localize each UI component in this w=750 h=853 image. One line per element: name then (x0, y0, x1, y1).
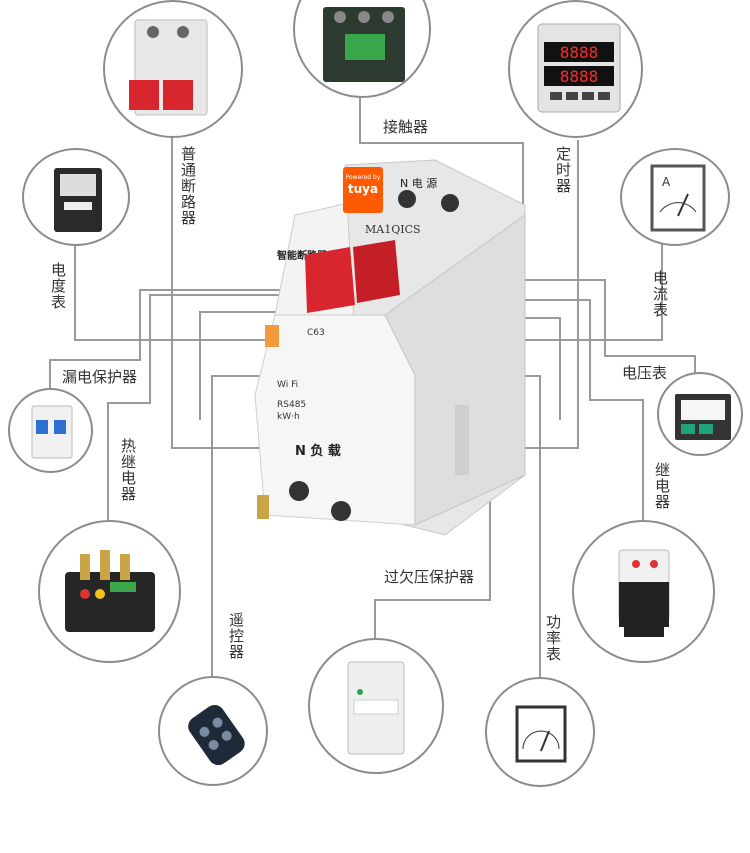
tuya-powered-by: Powered by (346, 174, 381, 181)
tuya-logo-text: tuya (348, 182, 378, 196)
rating-label: C63 (307, 328, 325, 338)
leakage-protector-image (8, 388, 93, 473)
wifi-label: Wi Fi (277, 380, 298, 390)
label-power-meter: 功率表 (544, 614, 562, 662)
model-label: MA1QICS (365, 223, 421, 236)
contactor-image (293, 0, 431, 98)
kwh-label: kW·h (277, 412, 300, 422)
label-ordinary-breaker: 普通断路器 (179, 146, 197, 226)
thermal-relay-image (38, 520, 181, 663)
over-under-voltage-protector-image (308, 638, 444, 774)
bottom-terminal-label: N 负 载 (295, 443, 341, 459)
timer-display-row1: 8888 (560, 43, 599, 62)
label-thermal-relay: 热继电器 (119, 438, 137, 502)
svg-text:A: A (662, 175, 671, 189)
label-over-under-voltage: 过欠压保护器 (384, 568, 475, 586)
voltmeter-image (657, 372, 743, 456)
smart-breaker-image: Powered by tuya MA1QICS N 电 源 智能断路器 C63 … (254, 159, 526, 536)
rs485-label: RS485 (277, 400, 306, 410)
label-remote: 遥控器 (227, 612, 245, 660)
top-terminal-label: N 电 源 (400, 176, 437, 190)
ordinary-breaker-image (103, 0, 243, 138)
label-relay: 继电器 (653, 462, 671, 510)
label-voltmeter: 电压表 (622, 364, 668, 382)
label-contactor: 接触器 (383, 118, 429, 136)
label-energy-meter: 电度表 (49, 262, 67, 310)
power-meter-image (485, 677, 595, 787)
label-ammeter: 电流表 (651, 270, 669, 318)
timer-image: 8888 8888 (508, 0, 643, 138)
label-leakage-protector: 漏电保护器 (62, 368, 138, 386)
remote-control-image (158, 676, 268, 786)
timer-display-row2: 8888 (560, 67, 599, 86)
label-timer: 定时器 (554, 146, 572, 194)
energy-meter-image (22, 148, 130, 246)
ammeter-image: A (620, 148, 730, 246)
relay-image (572, 520, 715, 663)
